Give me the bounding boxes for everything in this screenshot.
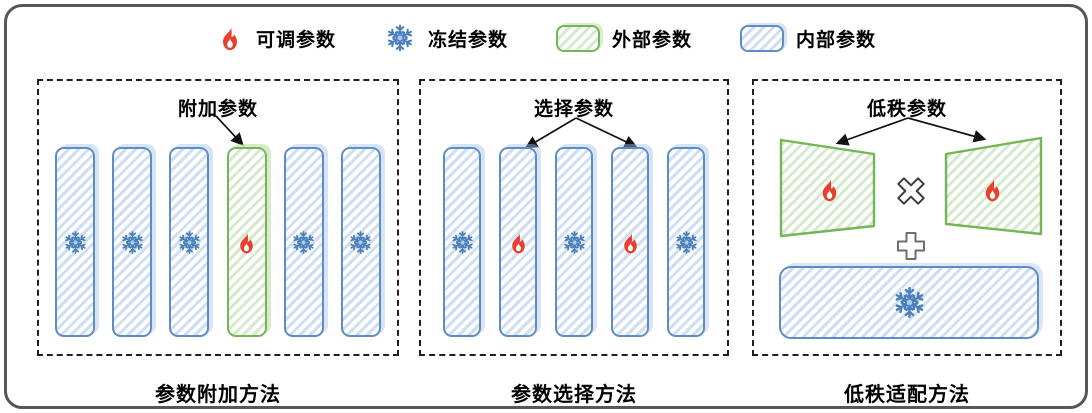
column-internal-frozen	[667, 147, 705, 337]
column-internal-frozen	[169, 147, 210, 337]
caption-parameter-selection: 参数选择方法	[511, 384, 637, 406]
snowflake-icon	[674, 230, 698, 254]
plus-icon	[897, 232, 925, 260]
annotation-arrows	[524, 117, 638, 149]
caption-low-rank-adaptation: 低秩适配方法	[844, 384, 970, 406]
annotation-low-rank: 低秩参数	[866, 99, 947, 120]
column-internal-tunable	[499, 147, 537, 337]
legend-item-internal: 内部参数	[740, 24, 877, 52]
snowflake-icon	[292, 230, 316, 254]
annotation-selection: 选择参数	[533, 99, 614, 120]
legend-item-tunable: 可调参数	[216, 19, 336, 57]
column-internal-frozen	[283, 147, 324, 337]
legend-label-external: 外部参数	[612, 29, 693, 51]
column-internal-tunable	[611, 147, 649, 337]
internal-param-swatch	[740, 24, 785, 52]
snowflake-icon	[63, 230, 87, 254]
external-param-swatch	[556, 24, 600, 52]
column-internal-frozen	[112, 147, 153, 337]
snowflake-icon	[349, 230, 373, 254]
fire-icon	[511, 230, 525, 253]
snowflake-icon	[178, 230, 201, 254]
snowflake-icon	[386, 24, 414, 52]
legend-label-tunable: 可调参数	[255, 29, 336, 51]
annotation-arrows	[835, 117, 987, 146]
columns-addition	[39, 147, 397, 337]
snowflake-icon	[450, 230, 474, 254]
legend: 可调参数 冻结参数 外部参数 内部参数	[7, 15, 1085, 61]
columns-selection	[421, 147, 727, 337]
annotation-addition: 附加参数	[177, 99, 258, 120]
snowflake-icon	[893, 286, 925, 319]
panel-parameter-selection: 选择参数	[419, 79, 729, 356]
annotation-arrow	[215, 115, 244, 146]
column-internal-frozen	[55, 147, 95, 337]
legend-label-frozen: 冻结参数	[427, 29, 508, 51]
snowflake-icon	[120, 230, 144, 254]
panel-parameter-addition: 附加参数	[37, 79, 399, 356]
column-internal-frozen	[443, 147, 481, 337]
fire-icon	[222, 25, 237, 51]
legend-item-frozen: 冻结参数	[384, 22, 508, 54]
fire-icon	[623, 230, 637, 253]
column-internal-frozen	[555, 147, 593, 337]
snowflake-icon	[562, 230, 586, 254]
panel-low-rank-adaptation: 低秩参数	[752, 79, 1062, 356]
multiply-icon	[897, 177, 925, 205]
caption-parameter-addition: 参数附加方法	[155, 384, 281, 406]
diagram-frame: 可调参数 冻结参数 外部参数 内部参数 附加参数 选择参数	[4, 4, 1088, 409]
frozen-base-weights-box	[779, 266, 1039, 339]
fire-icon	[822, 177, 837, 202]
legend-item-external: 外部参数	[556, 24, 693, 52]
column-internal-frozen	[340, 147, 381, 337]
legend-label-internal: 内部参数	[796, 29, 877, 51]
fire-icon	[985, 177, 1000, 202]
fire-icon	[240, 230, 253, 253]
column-external-tunable	[226, 147, 267, 337]
